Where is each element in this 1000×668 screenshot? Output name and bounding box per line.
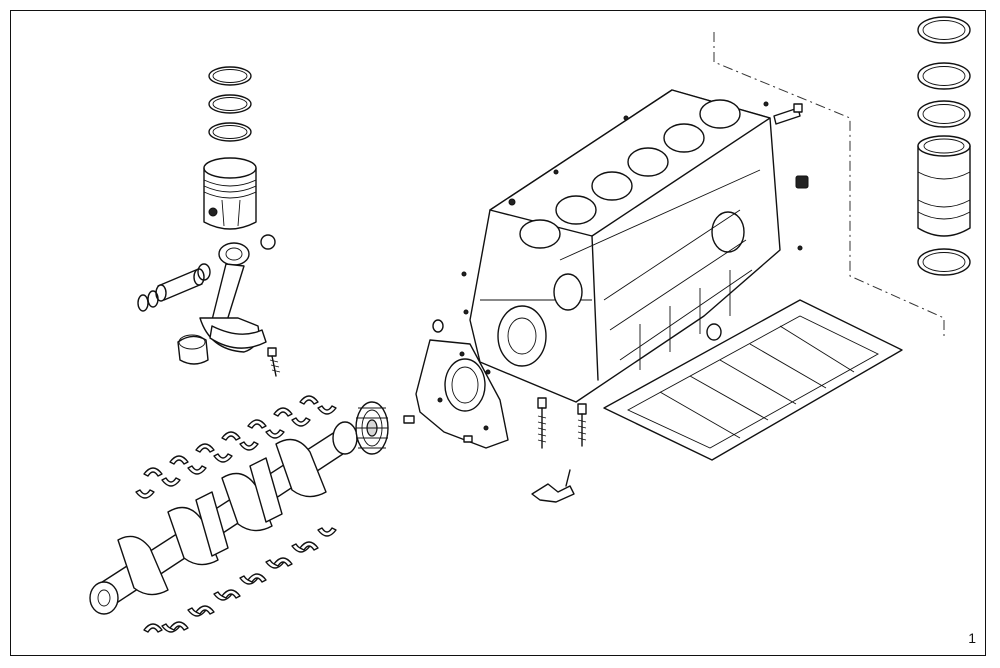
bearing-shell (239, 441, 259, 451)
bearing-shell (195, 443, 215, 453)
rod-bolt (267, 347, 281, 377)
bearing-shell (247, 573, 267, 583)
cylinder-bore (663, 123, 705, 153)
cylinder-bore (591, 171, 633, 201)
bearing-shell (213, 453, 233, 463)
liner-seal-rings-upper (917, 16, 971, 128)
bearing-shell (135, 489, 155, 499)
bearing-shell (161, 477, 181, 487)
dowel-pin (403, 415, 415, 424)
bearing-shell (143, 623, 163, 633)
cylinder-bore (627, 147, 669, 177)
seal-carrier-bolt (463, 435, 473, 443)
timing-gear (355, 401, 389, 455)
cylinder-liner (917, 135, 971, 237)
liner-seal-ring-lower (917, 248, 971, 276)
bearing-shell (221, 589, 241, 599)
cylinder-bore (519, 219, 561, 249)
bearing-shell (317, 527, 337, 537)
rod-bearing (177, 334, 209, 365)
bearing-shell (169, 455, 189, 465)
drawing-frame (10, 10, 986, 656)
alignment-leader (713, 32, 945, 340)
piston-pin (137, 263, 211, 312)
bearing-shell (221, 431, 241, 441)
block-bolt-upper (773, 103, 803, 125)
cylinder-block (461, 89, 803, 403)
main-bearing-shells (135, 395, 337, 633)
bearing-shell (265, 429, 285, 439)
bearing-shell (299, 541, 319, 551)
block-bolt-side (795, 175, 809, 189)
main-cap-bolts (537, 397, 587, 449)
piston (203, 157, 257, 230)
bearing-shell (273, 557, 293, 567)
cylinder-bore (699, 99, 741, 129)
bearing-shell (143, 467, 163, 477)
bearing-shell (273, 407, 293, 417)
bearing-shell (299, 395, 319, 405)
bearing-shell (291, 417, 311, 427)
bearing-shell (187, 465, 207, 475)
bearing-shell (195, 605, 215, 615)
oil-pan-gasket (603, 299, 903, 461)
bearing-shell (169, 621, 189, 631)
block-plug (508, 198, 722, 341)
rear-seal-carrier (415, 339, 509, 449)
crankshaft (89, 421, 358, 615)
oil-jet (531, 469, 575, 503)
circlip-upper (260, 234, 276, 250)
bearing-shell (317, 405, 337, 415)
bearing-shell (247, 419, 267, 429)
seal-carrier-dowel (432, 319, 444, 333)
cylinder-bore (555, 195, 597, 225)
piston-ring-set (208, 66, 252, 142)
connecting-rod (199, 242, 267, 353)
page-number: 1 (968, 630, 976, 646)
